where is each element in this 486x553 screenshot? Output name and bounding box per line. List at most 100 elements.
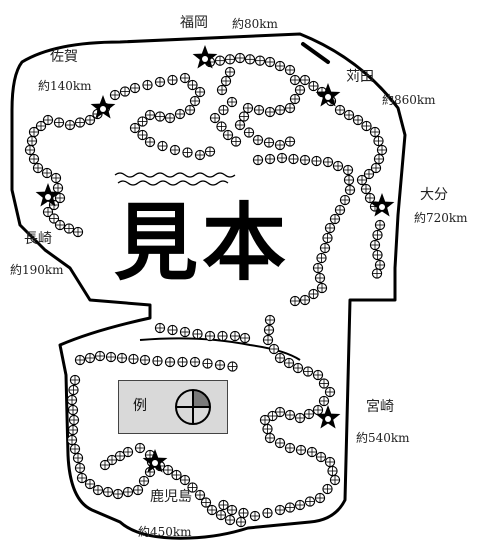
- tiny-cross-circle-icon: [229, 330, 241, 342]
- watermark-text: 見本: [113, 193, 290, 292]
- tiny-cross-circle-icon: [259, 414, 271, 426]
- station-name-saga: 佐賀: [50, 49, 78, 65]
- tiny-cross-circle-icon: [253, 104, 265, 116]
- tiny-cross-circle-icon: [252, 154, 264, 166]
- sample-watermark: 見本: [92, 185, 312, 300]
- tiny-cross-circle-icon: [54, 192, 66, 204]
- tiny-cross-circle-icon: [299, 294, 311, 306]
- tiny-cross-circle-icon: [179, 474, 191, 486]
- tiny-cross-circle-icon: [370, 162, 382, 174]
- tiny-cross-circle-icon: [318, 395, 330, 407]
- tiny-cross-circle-icon: [106, 454, 118, 466]
- tiny-cross-circle-icon: [74, 354, 86, 366]
- tiny-cross-circle-icon: [92, 484, 104, 496]
- tiny-cross-circle-icon: [224, 514, 236, 526]
- tiny-cross-circle-icon: [262, 334, 274, 346]
- tiny-cross-circle-icon: [152, 355, 163, 367]
- tiny-cross-circle-icon: [139, 354, 151, 366]
- tiny-cross-circle-icon: [52, 182, 64, 194]
- tiny-cross-circle-icon: [262, 423, 273, 435]
- station-name-kagoshima: 鹿児島: [150, 489, 192, 505]
- tiny-cross-circle-icon: [192, 328, 203, 340]
- star-center-dot: [325, 94, 331, 100]
- inner-boundary: [139, 337, 301, 361]
- tiny-cross-circle-icon: [230, 136, 242, 147]
- tiny-cross-circle-icon: [84, 114, 96, 126]
- tiny-cross-circle-icon: [137, 116, 148, 127]
- tiny-cross-circle-icon: [102, 486, 114, 498]
- tiny-cross-circle-icon: [76, 472, 88, 484]
- tiny-cross-circle-icon: [288, 153, 299, 165]
- tiny-cross-circle-icon: [137, 129, 148, 141]
- tiny-cross-circle-icon: [284, 64, 296, 76]
- tiny-cross-circle-icon: [312, 369, 324, 381]
- tiny-cross-circle-icon: [227, 361, 238, 372]
- tiny-cross-circle-icon: [239, 332, 251, 344]
- tiny-cross-circle-icon: [343, 109, 355, 121]
- tiny-cross-circle-icon: [356, 174, 368, 186]
- tiny-cross-circle-icon: [206, 504, 218, 516]
- tiny-cross-circle-icon: [167, 324, 178, 336]
- tiny-cross-circle-icon: [322, 232, 333, 244]
- station-markers: [35, 45, 395, 473]
- bay-marker: [301, 42, 330, 64]
- tiny-cross-circle-icon: [226, 504, 238, 516]
- tiny-cross-circle-icon: [74, 462, 86, 474]
- tiny-cross-circle-icon: [50, 172, 62, 184]
- legend-label: 例: [133, 398, 147, 414]
- tiny-cross-circle-icon: [274, 60, 286, 72]
- tiny-cross-circle-icon: [214, 359, 226, 371]
- tiny-cross-circle-icon: [68, 384, 79, 396]
- tiny-cross-circle-icon: [26, 135, 38, 147]
- tiny-cross-circle-icon: [42, 114, 54, 126]
- tiny-cross-circle-icon: [67, 404, 79, 416]
- station-distance-nagasaki: 約190km: [10, 263, 64, 277]
- tiny-cross-circle-icon: [284, 502, 296, 513]
- tiny-cross-circle-icon: [252, 134, 264, 146]
- tiny-cross-circle-icon: [324, 386, 336, 398]
- tiny-cross-circle-icon: [308, 288, 319, 300]
- tiny-cross-circle-icon: [242, 102, 254, 114]
- tiny-cross-circle-icon: [274, 504, 286, 516]
- tiny-cross-circle-icon: [289, 93, 301, 105]
- tiny-cross-circle-icon: [128, 353, 139, 365]
- tiny-cross-circle-icon: [364, 192, 376, 204]
- tiny-cross-circle-icon: [302, 366, 314, 377]
- tiny-cross-circle-icon: [284, 442, 296, 454]
- tiny-cross-circle-icon: [66, 434, 78, 446]
- station-distance-oita: 約720km: [414, 211, 468, 225]
- station-name-kurumeda: 苅田: [346, 69, 374, 85]
- tiny-cross-circle-icon: [276, 152, 288, 164]
- tiny-cross-circle-icon: [234, 52, 246, 64]
- tiny-cross-circle-icon: [69, 443, 81, 455]
- tiny-cross-circle-icon: [224, 66, 236, 78]
- tiny-cross-circle-icon: [218, 104, 229, 116]
- tiny-cross-circle-icon: [254, 55, 266, 66]
- tiny-cross-circle-icon: [204, 330, 216, 342]
- tiny-cross-circle-icon: [194, 86, 206, 98]
- tiny-cross-circle-icon: [72, 226, 84, 238]
- tiny-cross-circle-icon: [244, 54, 256, 65]
- tiny-cross-circle-icon: [342, 164, 354, 176]
- tiny-cross-circle-icon: [264, 56, 276, 68]
- tiny-cross-circle-icon: [371, 268, 383, 279]
- tiny-cross-circle-icon: [179, 72, 191, 84]
- tiny-cross-circle-icon: [116, 352, 128, 364]
- tiny-cross-circle-icon: [311, 155, 322, 167]
- tiny-cross-circle-icon: [122, 486, 134, 498]
- tiny-cross-circle-icon: [154, 111, 166, 122]
- tiny-cross-circle-icon: [235, 516, 247, 528]
- tiny-cross-circle-icon: [284, 136, 296, 147]
- legend-box: 例: [118, 380, 228, 434]
- tiny-cross-circle-icon: [217, 330, 228, 342]
- tiny-cross-circle-icon: [234, 119, 246, 131]
- tiny-cross-circle-icon: [264, 153, 276, 165]
- tiny-cross-circle-icon: [339, 194, 351, 206]
- tiny-cross-circle-icon: [105, 351, 117, 363]
- station-distance-saga: 約140km: [38, 79, 92, 93]
- tiny-cross-circle-icon: [24, 144, 36, 156]
- tiny-cross-circle-icon: [332, 160, 344, 172]
- tiny-cross-circle-icon: [32, 162, 44, 174]
- tiny-cross-circle-icon: [369, 126, 381, 138]
